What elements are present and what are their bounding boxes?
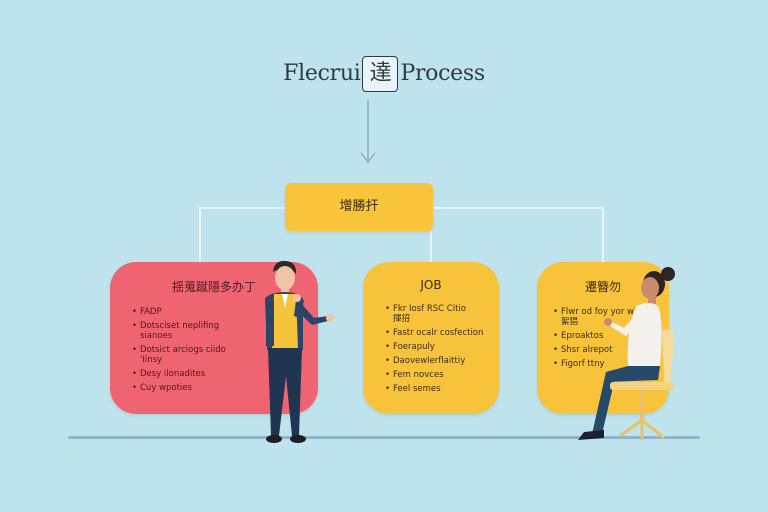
ground-line: [68, 436, 700, 439]
card-left-item: Dotsciset neplifing sianoes: [132, 321, 318, 341]
card-right-item: Eproaktos: [553, 331, 669, 341]
presenter-figure: [265, 260, 334, 443]
down-arrow-icon: [360, 152, 376, 163]
card-right-item: Figorf ttny: [553, 359, 669, 369]
card-left-title: 揺蒐蹴隱多办丁: [171, 280, 256, 294]
card-middle-item: Fem novces: [385, 370, 499, 380]
card-middle-item: Foerapuly: [385, 342, 499, 352]
top-process-box: 增勝扞: [285, 183, 433, 231]
card-middle-item: Fkr Iosf RSC Citio 揮招: [385, 304, 499, 324]
title-suffix: Process: [400, 61, 485, 86]
seated-woman-figure: [578, 267, 675, 440]
card-middle: JOB Fkr Iosf RSC Citio 揮招 Fastr ocalr co…: [363, 262, 499, 414]
card-left-item: FADP: [132, 307, 318, 317]
card-left-item: Desy ilonadites: [132, 369, 318, 379]
card-right-item: Shsr alrepot: [553, 345, 669, 355]
card-middle-item: Daovewlerflaittiy: [385, 356, 499, 366]
card-middle-item: Feel semes: [385, 384, 499, 394]
card-middle-title: JOB: [420, 278, 442, 292]
title-prefix: Flecrui: [283, 61, 361, 86]
card-middle-item: Fastr ocalr cosfection: [385, 328, 499, 338]
card-left-item: Dotsict arciogs ciido 'Iinsy: [132, 345, 318, 365]
card-left-item: Cuy wpoties: [132, 383, 318, 393]
card-right-title: 遷簪勿: [584, 280, 621, 294]
title-mark-icon: 達: [362, 56, 399, 92]
